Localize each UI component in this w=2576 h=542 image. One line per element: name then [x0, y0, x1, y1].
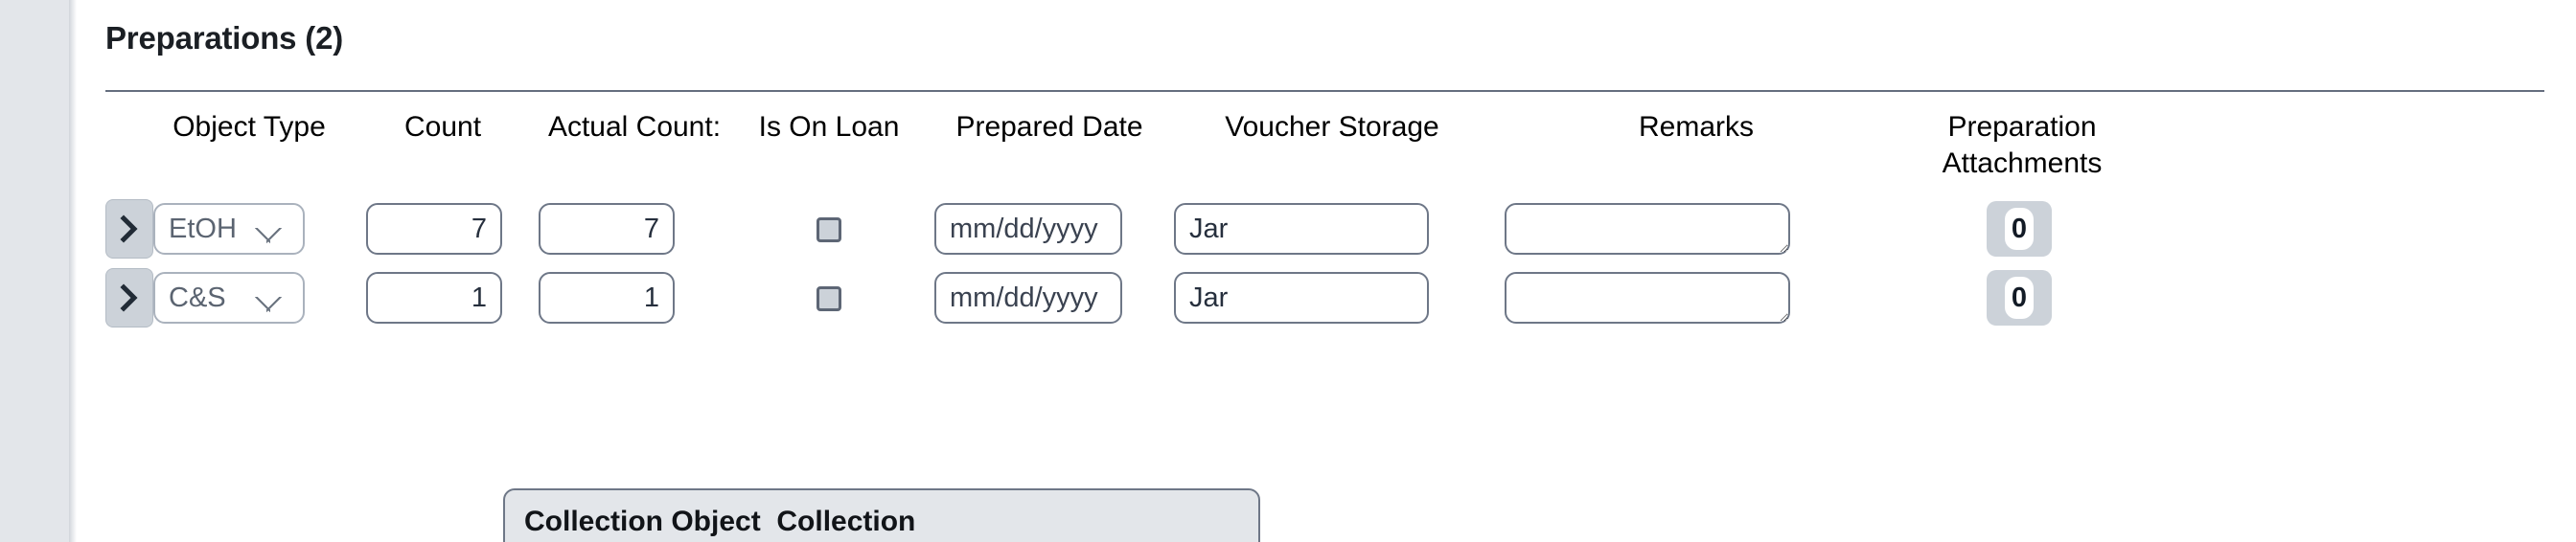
column-header-actual_count: Actual Count: [547, 111, 722, 143]
prepared-date-input[interactable] [934, 272, 1122, 324]
object-type-select[interactable]: EtOHC&S [153, 203, 305, 255]
table-row: EtOHC&S 0 [77, 199, 2576, 268]
grid-header-row: Object Type Count Actual Count: Is On Loan P… [77, 96, 2576, 199]
actual-count-input[interactable] [539, 203, 675, 255]
overlay-panel-label: Collection Object Collection [524, 506, 916, 537]
column-header-remarks: Remarks [1638, 111, 1754, 143]
is-on-loan-checkbox[interactable] [816, 217, 841, 242]
sidebar-shadow-edge [69, 0, 77, 542]
column-header-object_type: Object Type [172, 111, 326, 143]
table-row: EtOHC&S 0 [77, 268, 2576, 337]
prepared-date-input[interactable] [934, 203, 1122, 255]
column-header-voucher: Voucher Storage [1225, 111, 1439, 143]
actual-count-input[interactable] [539, 272, 675, 324]
column-header-prepared_date: Prepared Date [955, 111, 1143, 143]
preparation-attachments-button[interactable]: 0 [1987, 201, 2052, 257]
title-divider [105, 90, 2544, 92]
collection-object-overlay-panel[interactable]: Collection Object Collection [503, 488, 1260, 542]
remarks-textarea[interactable] [1505, 272, 1790, 324]
remarks-textarea[interactable] [1505, 203, 1790, 255]
left-sidebar-strip [0, 0, 69, 542]
voucher-storage-input[interactable] [1174, 203, 1429, 255]
expand-row-button[interactable] [105, 268, 153, 327]
voucher-storage-input[interactable] [1174, 272, 1429, 324]
object-type-select[interactable]: EtOHC&S [153, 272, 305, 324]
column-header-attachments: Preparation Attachments [1942, 111, 2103, 179]
attachment-count-badge: 0 [2005, 277, 2034, 319]
attachment-count-badge: 0 [2005, 208, 2034, 250]
preparations-grid: Object Type Count Actual Count: Is On Loan P… [77, 96, 2576, 337]
page-title: Preparations (2) [105, 20, 344, 56]
chevron-right-icon [120, 283, 139, 312]
column-header-count: Count [403, 111, 482, 143]
count-input[interactable] [366, 272, 502, 324]
expand-row-button[interactable] [105, 199, 153, 259]
chevron-right-icon [120, 215, 139, 243]
preparation-attachments-button[interactable]: 0 [1987, 270, 2052, 326]
count-input[interactable] [366, 203, 502, 255]
column-header-is_on_loan: Is On Loan [758, 111, 900, 143]
is-on-loan-checkbox[interactable] [816, 286, 841, 311]
preparations-panel: Preparations (2) Object Type Count Actual … [77, 0, 2576, 542]
